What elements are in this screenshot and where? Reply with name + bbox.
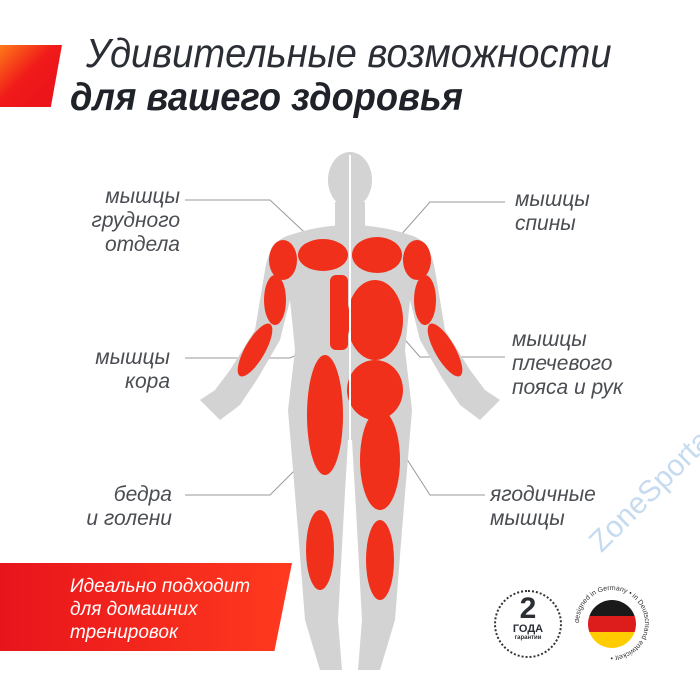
germany-flag-icon (588, 600, 636, 648)
leader-line-chest (185, 199, 319, 246)
promo-banner (0, 563, 292, 651)
warranty-badge: 2 ГОДА гарантии (494, 590, 562, 658)
title-line-1: Удивительные возможности (86, 30, 612, 76)
muscles (237, 237, 463, 600)
svg-text:designed in Germany • in Deuts: designed in Germany • in Deutschland ent… (575, 586, 649, 660)
title-accent-bar (0, 45, 62, 107)
germany-badge-text: designed in Germany • in Deutschland ent… (575, 586, 649, 660)
leader-line-back (391, 201, 505, 246)
title-line-2: для вашего здоровья (70, 76, 463, 119)
body-muscle-figure (200, 152, 500, 670)
